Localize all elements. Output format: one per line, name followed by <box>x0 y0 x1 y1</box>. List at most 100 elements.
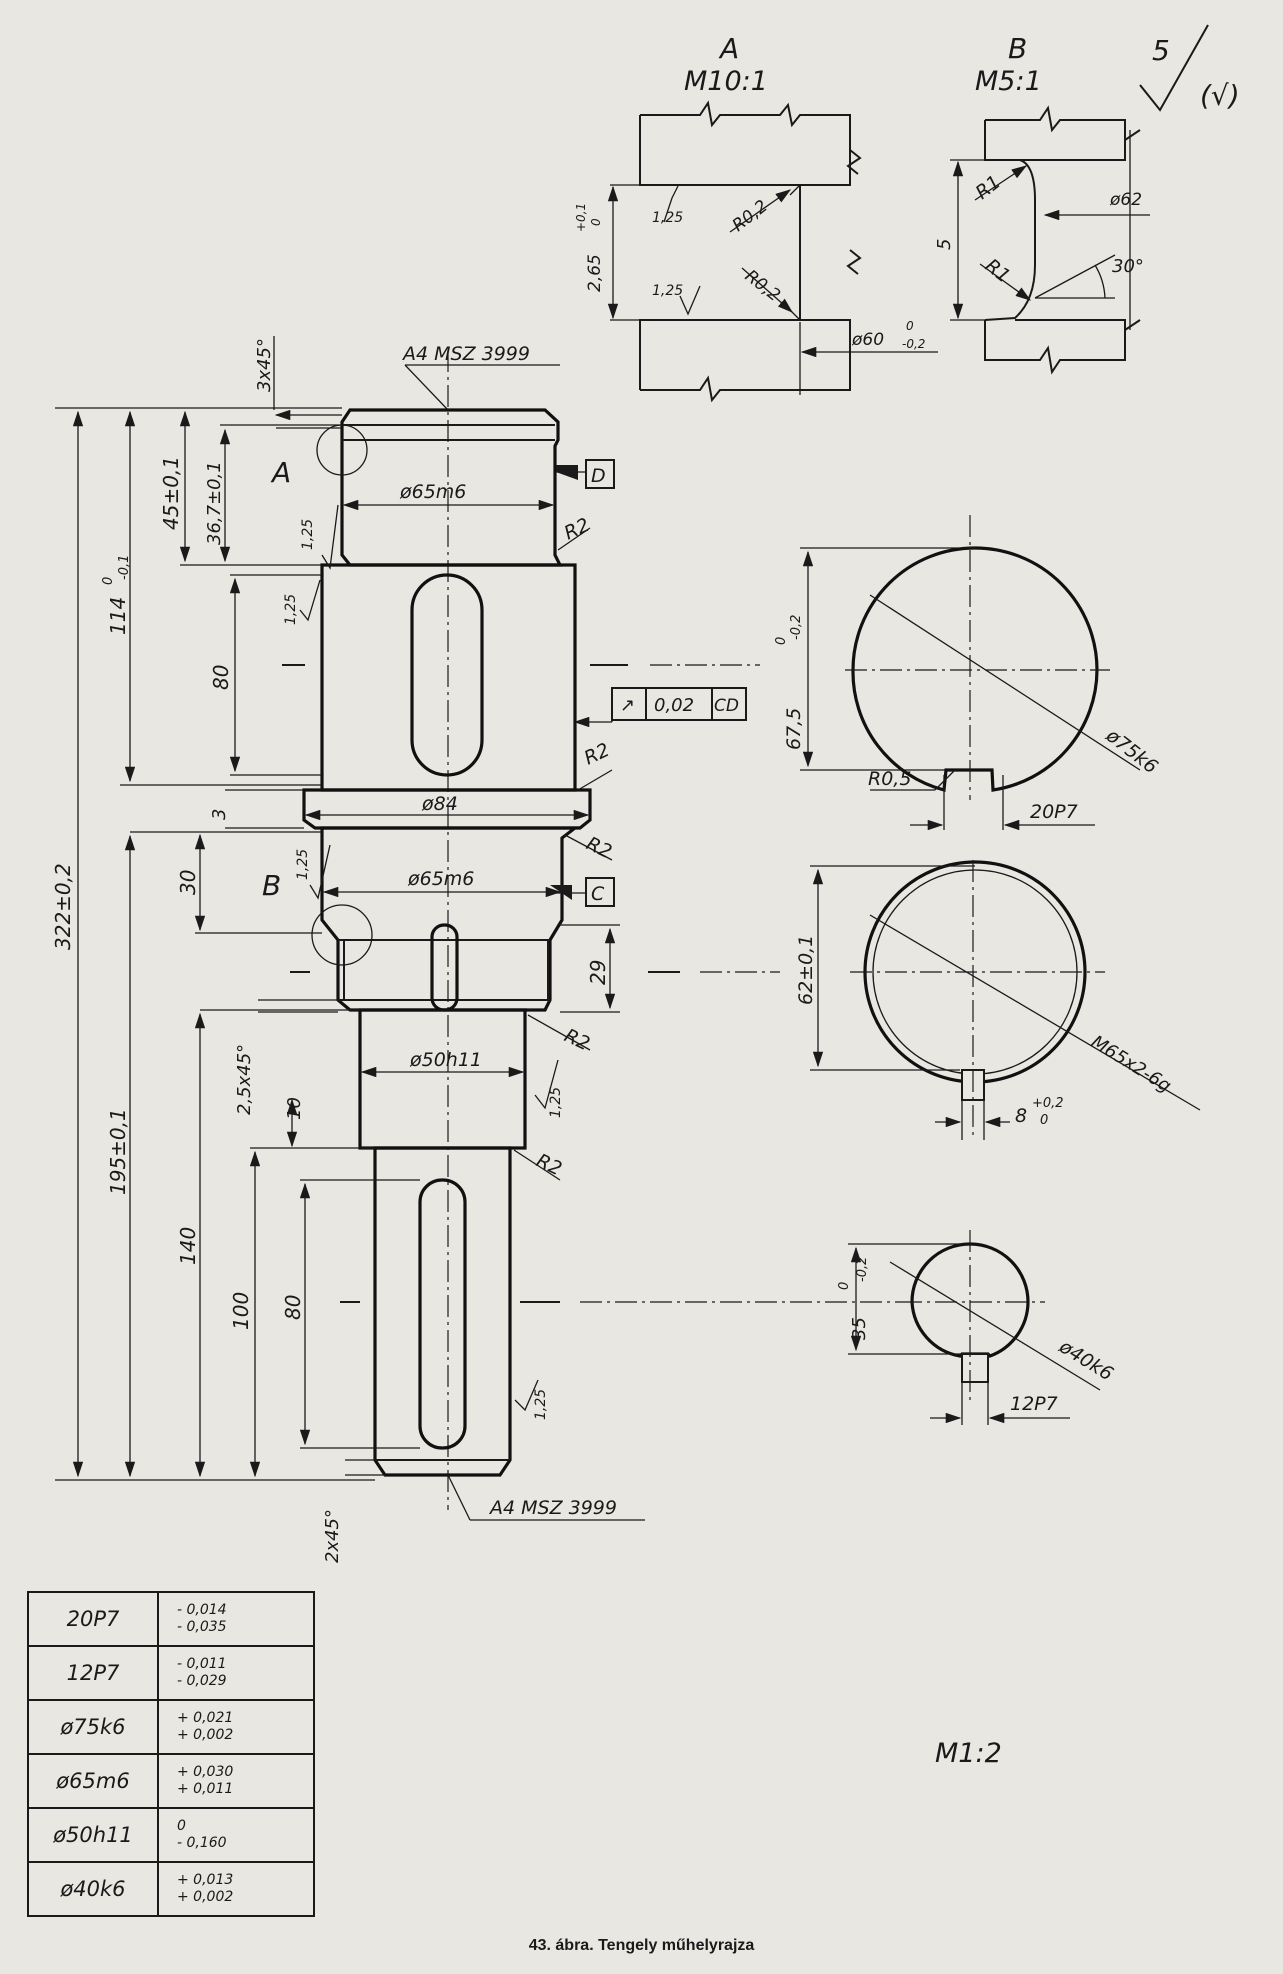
roughness-main-4: 1,25 <box>548 1087 564 1118</box>
detail-b-circle <box>311 904 373 966</box>
section-2: 62±0,1 M65x2-6g 8 +0,2 0 <box>795 860 1201 1140</box>
tol-upper: + 0,013 <box>177 1872 234 1888</box>
tol-code: ø40k6 <box>27 1861 159 1917</box>
table-row: ø40k6 + 0,013+ 0,002 <box>27 1861 315 1917</box>
chamfer-mid: 2,5x45° <box>234 1044 255 1115</box>
dim-322: 322±0,2 <box>51 863 75 950</box>
dia-84: ø84 <box>421 793 458 815</box>
section-1-radius: R0,5 <box>868 768 911 790</box>
section-3-height-tol-lower: -0,2 <box>855 1257 870 1282</box>
dim-36-7: 36,7±0,1 <box>204 461 225 545</box>
tol-code: ø75k6 <box>27 1699 159 1755</box>
section-3-height: 35 <box>849 1317 870 1340</box>
section-1-height-tol-upper: 0 <box>774 637 789 645</box>
runout-datum: CD <box>714 696 739 716</box>
tol-lower: - 0,160 <box>177 1835 227 1851</box>
tol-upper: + 0,021 <box>177 1710 234 1726</box>
detail-b-angle: 30° <box>1112 256 1144 277</box>
roughness-main-5: 1,25 <box>533 1389 549 1420</box>
vertical-dims: 322±0,2 114 0 -0,1 45±0,1 36,7±0,1 80 3 … <box>51 407 620 1481</box>
chamfer-bottom: 2x45° <box>322 1509 343 1563</box>
tol-code: 20P7 <box>27 1591 159 1647</box>
dia-50h11: ø50h11 <box>409 1049 482 1071</box>
detail-a-height-tol-lower: 0 <box>589 218 603 226</box>
r2-4: R2 <box>561 1025 593 1056</box>
detail-a-diameter: ø60 <box>851 330 884 350</box>
table-row: 12P7 - 0,011- 0,029 <box>27 1645 315 1701</box>
tol-lower: - 0,029 <box>177 1673 227 1689</box>
table-row: ø65m6 + 0,030+ 0,011 <box>27 1753 315 1809</box>
detail-label-b: B <box>262 869 281 902</box>
section-1-height-tol-lower: -0,2 <box>789 615 804 640</box>
section-2-groove: 8 <box>1015 1105 1027 1127</box>
dim-80-top: 80 <box>209 665 233 690</box>
tol-deviation: + 0,030+ 0,011 <box>157 1753 315 1809</box>
dim-114-tol-upper: 0 <box>101 577 116 585</box>
detail-label-a: A <box>270 456 291 489</box>
center-hole-top: A4 MSZ 3999 <box>401 343 530 365</box>
runout-value: 0,02 <box>654 695 694 716</box>
dim-30: 30 <box>176 870 200 895</box>
section-1-key-width: 20P7 <box>1030 801 1078 823</box>
tol-deviation: 0- 0,160 <box>157 1807 315 1863</box>
tol-lower: + 0,002 <box>177 1889 234 1905</box>
r2-1: R2 <box>561 514 593 545</box>
section-3-diameter: ø40k6 <box>1055 1335 1117 1385</box>
section-2-groove-tol-lower: 0 <box>1040 1113 1048 1128</box>
center-hole-bottom: A4 MSZ 3999 <box>488 1497 617 1519</box>
tol-code: 12P7 <box>27 1645 159 1701</box>
detail-b-height: 5 <box>934 239 955 250</box>
tolerance-table: 20P7 - 0,014- 0,035 12P7 - 0,011- 0,029 … <box>27 1591 315 1917</box>
detail-a-diameter-tol-lower: -0,2 <box>902 337 925 351</box>
dim-3: 3 <box>209 809 230 820</box>
dia-65m6-bottom: ø65m6 <box>407 868 474 890</box>
detail-b: B M5:1 5 R1 R1 ø62 30° <box>934 32 1150 375</box>
section-1-height: 67,5 <box>783 708 805 750</box>
detail-a-letter: A <box>718 32 739 65</box>
dim-80-bottom: 80 <box>281 1295 305 1320</box>
detail-a-roughness-2: 1,25 <box>652 283 683 299</box>
datum-c: C <box>591 883 605 905</box>
section-1: 67,5 0 -0,2 ø75k6 R0,5 20P7 <box>774 515 1162 831</box>
section-3-height-tol-upper: 0 <box>837 1282 852 1290</box>
general-roughness-value: 5 <box>1152 34 1170 67</box>
dim-100: 100 <box>229 1292 253 1330</box>
tol-deviation: + 0,021+ 0,002 <box>157 1699 315 1755</box>
detail-b-letter: B <box>1008 32 1027 65</box>
section-3-key-width: 12P7 <box>1010 1393 1058 1415</box>
table-row: ø75k6 + 0,021+ 0,002 <box>27 1699 315 1755</box>
dim-114-tol-lower: -0,1 <box>117 555 132 580</box>
tol-upper: 0 <box>177 1818 186 1834</box>
dim-140: 140 <box>176 1227 200 1265</box>
tol-deviation: + 0,013+ 0,002 <box>157 1861 315 1917</box>
tol-lower: + 0,002 <box>177 1727 234 1743</box>
datum-d: D <box>591 465 606 487</box>
runout-symbol: ↗ <box>620 695 635 716</box>
tol-code: ø65m6 <box>27 1753 159 1809</box>
detail-b-scale: M5:1 <box>975 66 1042 97</box>
scale-main: M1:2 <box>935 1738 1002 1769</box>
detail-a-roughness-1: 1,25 <box>652 210 683 226</box>
r2-5: R2 <box>533 1150 565 1181</box>
tol-upper: + 0,030 <box>177 1764 234 1780</box>
dim-29: 29 <box>586 960 610 985</box>
detail-a-height-tol-upper: +0,1 <box>574 203 588 232</box>
roughness-main-2: 1,25 <box>283 594 299 625</box>
section-2-thread: M65x2-6g <box>1087 1031 1174 1096</box>
section-2-groove-tol-upper: +0,2 <box>1032 1096 1064 1111</box>
roughness-main-1: 1,25 <box>300 519 316 550</box>
section-3: 35 0 -0,2 ø40k6 12P7 <box>837 1230 1117 1425</box>
tol-deviation: - 0,011- 0,029 <box>157 1645 315 1701</box>
tol-lower: + 0,011 <box>177 1781 234 1797</box>
roughness-main-3: 1,25 <box>295 849 311 880</box>
general-roughness-note: (√) <box>1200 79 1240 112</box>
tol-lower: - 0,035 <box>177 1619 227 1635</box>
general-roughness: 5 (√) <box>1139 24 1240 112</box>
detail-a: A M10:1 2,65 +0,1 0 1,25 1,25 R0,2 R0,2 … <box>574 32 938 403</box>
dim-114: 114 <box>106 597 130 635</box>
tol-upper: - 0,011 <box>177 1656 227 1672</box>
table-row: ø50h11 0- 0,160 <box>27 1807 315 1863</box>
section-2-height: 62±0,1 <box>795 935 817 1005</box>
detail-a-radius-1: R0,2 <box>729 196 772 236</box>
